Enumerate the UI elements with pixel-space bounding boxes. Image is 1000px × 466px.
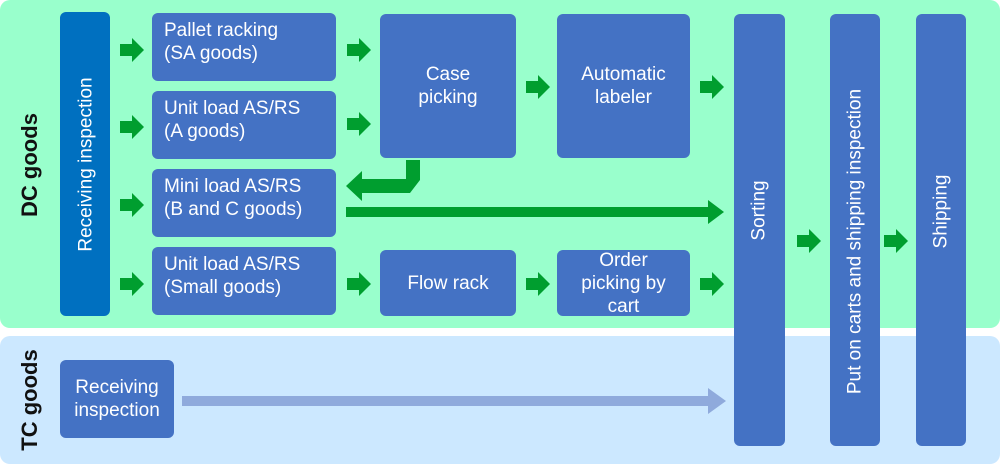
order-picking-line2: picking by [581, 272, 666, 294]
arrow-sorting-to-putoncarts [797, 229, 821, 253]
shipping-box: Shipping [916, 14, 966, 446]
unit-load-small-box: Unit load AS/RS (Small goods) [152, 247, 336, 315]
case-picking-line1: Case [425, 64, 471, 85]
unit-load-a-line2: (A goods) [164, 121, 246, 142]
arrow-miniload-to-sorting [346, 200, 724, 224]
arrow-pallet-to-case [347, 38, 371, 62]
receiving-inspection-tc-line1: Receiving [75, 377, 159, 398]
arrow-flowrack-to-order [526, 272, 550, 296]
receiving-inspection-dc-label: Receiving inspection [75, 77, 97, 252]
arrow-receiving-to-miniload [120, 193, 144, 217]
automatic-labeler-line2: labeler [594, 87, 653, 108]
case-picking-line2: picking [418, 87, 478, 108]
arrow-tc-receiving-to-sorting [182, 388, 726, 414]
arrow-receiving-to-pallet [120, 38, 144, 62]
sorting-box: Sorting [734, 14, 785, 446]
arrow-labeler-to-sorting [700, 75, 724, 99]
put-on-carts-box: Put on carts and shipping inspection [830, 14, 880, 446]
unit-load-a-line1: Unit load AS/RS [164, 98, 301, 119]
arrow-unitload-small-to-flowrack [347, 272, 371, 296]
pallet-racking-box: Pallet racking (SA goods) [152, 13, 336, 81]
order-picking-box: Order picking by cart [557, 249, 690, 317]
arrow-case-to-miniload [346, 160, 420, 201]
arrow-putoncarts-to-shipping [884, 229, 908, 253]
arrow-order-to-sorting [700, 272, 724, 296]
green-arrows [120, 38, 908, 296]
pallet-racking-line1: Pallet racking [164, 20, 279, 41]
receiving-inspection-tc: Receiving inspection [60, 360, 174, 438]
arrow-unitload-a-to-case [347, 112, 371, 136]
mini-load-box: Mini load AS/RS (B and C goods) [152, 169, 336, 237]
unit-load-a-box: Unit load AS/RS (A goods) [152, 91, 336, 159]
case-picking-box: Case picking [380, 14, 516, 158]
mini-load-line1: Mini load AS/RS [164, 176, 302, 197]
unit-load-small-line2: (Small goods) [164, 277, 282, 298]
receiving-inspection-tc-line2: inspection [74, 400, 160, 421]
unit-load-small-line1: Unit load AS/RS [164, 254, 301, 275]
arrow-receiving-to-unitload-small [120, 272, 144, 296]
pallet-racking-line2: (SA goods) [164, 43, 258, 64]
flow-rack-label: Flow rack [407, 272, 489, 294]
receiving-inspection-dc: Receiving inspection [60, 12, 110, 316]
shipping-label: Shipping [930, 174, 952, 249]
arrow-receiving-to-unitload-a [120, 115, 144, 139]
order-picking-line1: Order [599, 249, 648, 271]
arrow-case-to-labeler [526, 75, 550, 99]
sorting-label: Sorting [748, 180, 770, 241]
order-picking-line3: cart [607, 295, 640, 317]
flow-rack-box: Flow rack [380, 250, 516, 316]
mini-load-line2: (B and C goods) [164, 199, 303, 220]
automatic-labeler-box: Automatic labeler [557, 14, 690, 158]
automatic-labeler-line1: Automatic [581, 64, 666, 85]
put-on-carts-label: Put on carts and shipping inspection [844, 88, 866, 395]
